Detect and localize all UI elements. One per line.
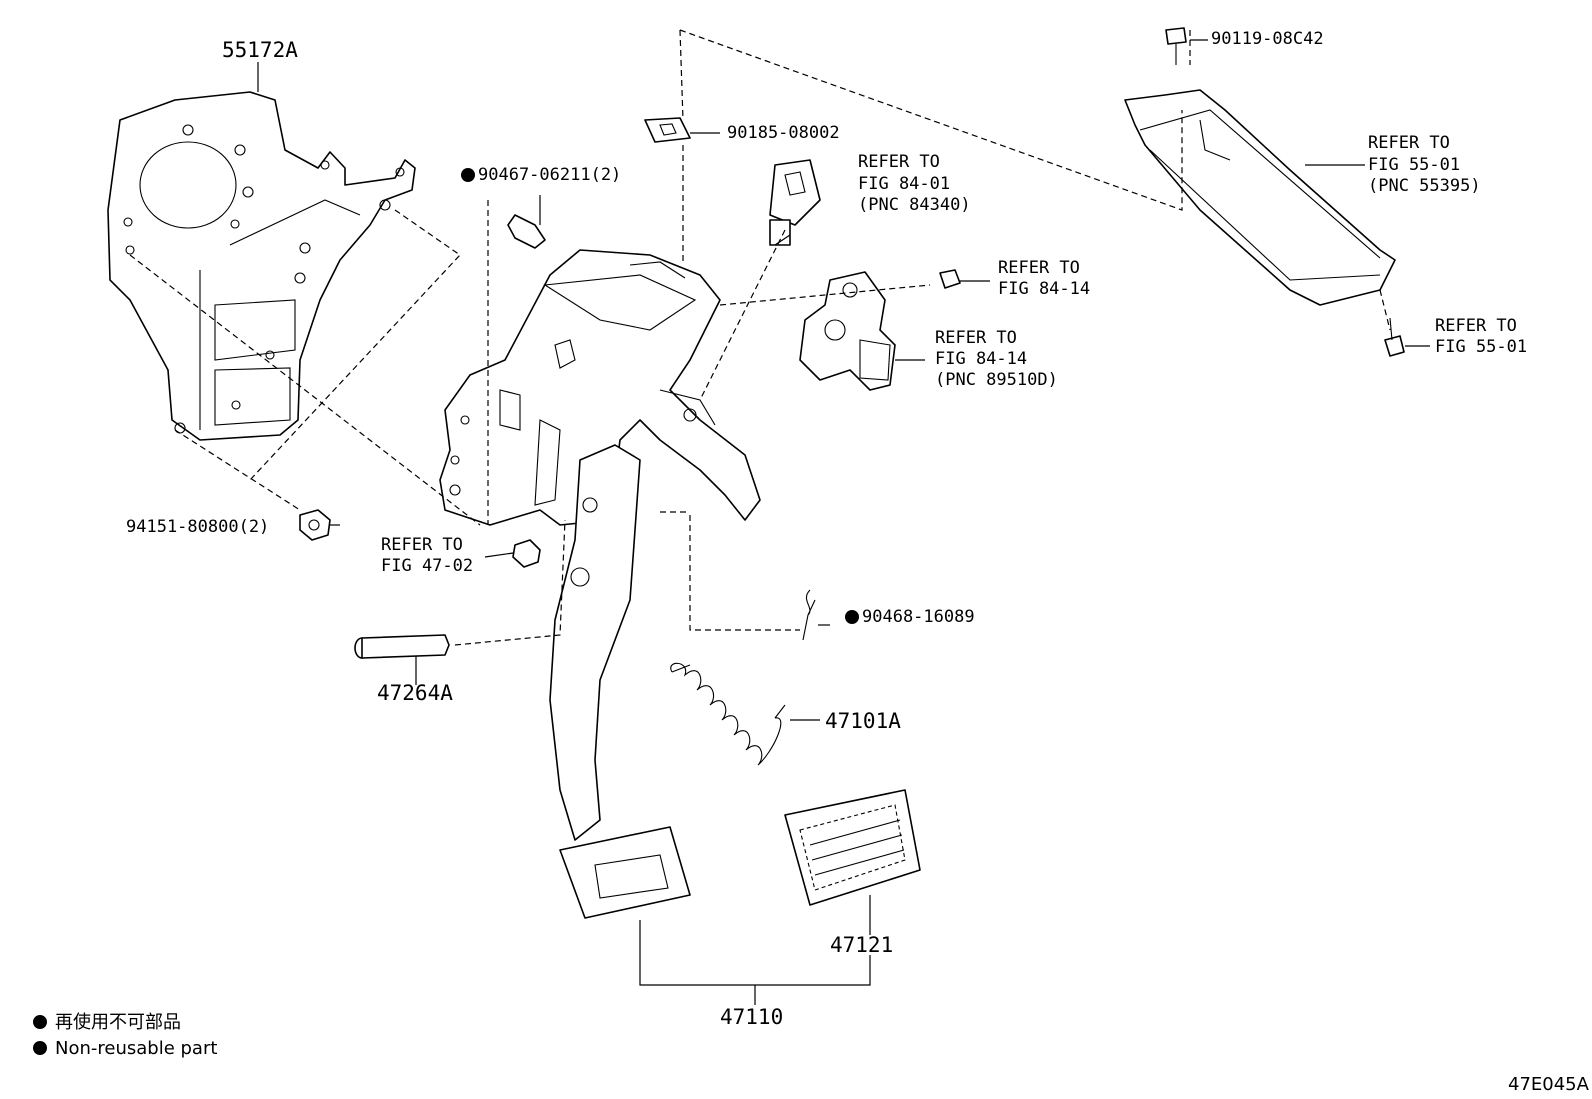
brake-pedal-arm bbox=[549, 444, 691, 919]
stroke-sensor bbox=[799, 269, 961, 391]
non-reusable-marker bbox=[461, 168, 475, 182]
label-55172a: 55172A bbox=[222, 38, 298, 62]
legend-en: Non-reusable part bbox=[55, 1038, 217, 1059]
diagram-id: 47E045A bbox=[1508, 1074, 1590, 1095]
label-90185: 90185-08002 bbox=[727, 123, 840, 143]
nut-94151 bbox=[299, 509, 331, 541]
clip-90185 bbox=[644, 117, 691, 143]
refer-fig-84-01: REFER TO FIG 84-01 (PNC 84340) bbox=[858, 152, 971, 215]
refer-fig-55-01: REFER TO FIG 55-01 bbox=[1435, 316, 1527, 357]
dashed-guides bbox=[129, 29, 1391, 646]
refer-fig-55-01-pnc: REFER TO FIG 55-01 (PNC 55395) bbox=[1368, 133, 1481, 196]
nut-90467 bbox=[507, 214, 546, 249]
label-47101a: 47101A bbox=[825, 709, 901, 733]
svg-text:FIG 84-14: FIG 84-14 bbox=[935, 349, 1027, 369]
svg-text:(PNC 84340): (PNC 84340) bbox=[858, 195, 971, 215]
svg-text:FIG 47-02: FIG 47-02 bbox=[381, 556, 473, 576]
svg-text:(PNC 89510D): (PNC 89510D) bbox=[935, 370, 1058, 390]
label-47264a: 47264A bbox=[377, 681, 453, 705]
bracket-55172a bbox=[107, 91, 416, 441]
legend-jp: 再使用不可部品 bbox=[55, 1012, 181, 1033]
legend-bullet bbox=[33, 1015, 47, 1029]
svg-text:REFER TO: REFER TO bbox=[998, 258, 1080, 278]
pin-47264a bbox=[354, 634, 450, 659]
svg-text:FIG 84-14: FIG 84-14 bbox=[998, 279, 1090, 299]
svg-text:FIG 55-01: FIG 55-01 bbox=[1368, 155, 1460, 175]
label-90467: 90467-06211(2) bbox=[478, 165, 621, 185]
label-47110: 47110 bbox=[720, 1005, 783, 1029]
leader-lines bbox=[257, 39, 1430, 1005]
return-spring-47101a bbox=[670, 662, 786, 766]
label-94151: 94151-80800(2) bbox=[126, 517, 269, 537]
pedal-pad-47121 bbox=[784, 789, 921, 906]
svg-text:(PNC 55395): (PNC 55395) bbox=[1368, 176, 1481, 196]
legend-bullet bbox=[33, 1041, 47, 1055]
refer-fig-84-14: REFER TO FIG 84-14 bbox=[998, 258, 1090, 299]
refer-fig-84-14-pnc: REFER TO FIG 84-14 (PNC 89510D) bbox=[935, 328, 1058, 390]
svg-text:REFER TO: REFER TO bbox=[1368, 133, 1450, 153]
svg-text:FIG 84-01: FIG 84-01 bbox=[858, 174, 950, 194]
svg-text:REFER TO: REFER TO bbox=[858, 152, 940, 172]
svg-text:REFER TO: REFER TO bbox=[381, 535, 463, 555]
clip-90468 bbox=[802, 589, 816, 641]
stop-lamp-switch bbox=[769, 159, 821, 246]
instrument-cover bbox=[1124, 27, 1405, 357]
nut-refer-4702 bbox=[512, 539, 541, 568]
svg-text:FIG 55-01: FIG 55-01 bbox=[1435, 337, 1527, 357]
svg-text:REFER TO: REFER TO bbox=[1435, 316, 1517, 336]
pedal-support-bracket bbox=[439, 249, 761, 526]
label-47121: 47121 bbox=[830, 933, 893, 957]
non-reusable-marker bbox=[845, 610, 859, 624]
label-90119: 90119-08C42 bbox=[1211, 29, 1324, 49]
label-90468: 90468-16089 bbox=[862, 607, 975, 627]
refer-fig-47-02: REFER TO FIG 47-02 bbox=[381, 535, 473, 576]
svg-text:REFER TO: REFER TO bbox=[935, 328, 1017, 348]
